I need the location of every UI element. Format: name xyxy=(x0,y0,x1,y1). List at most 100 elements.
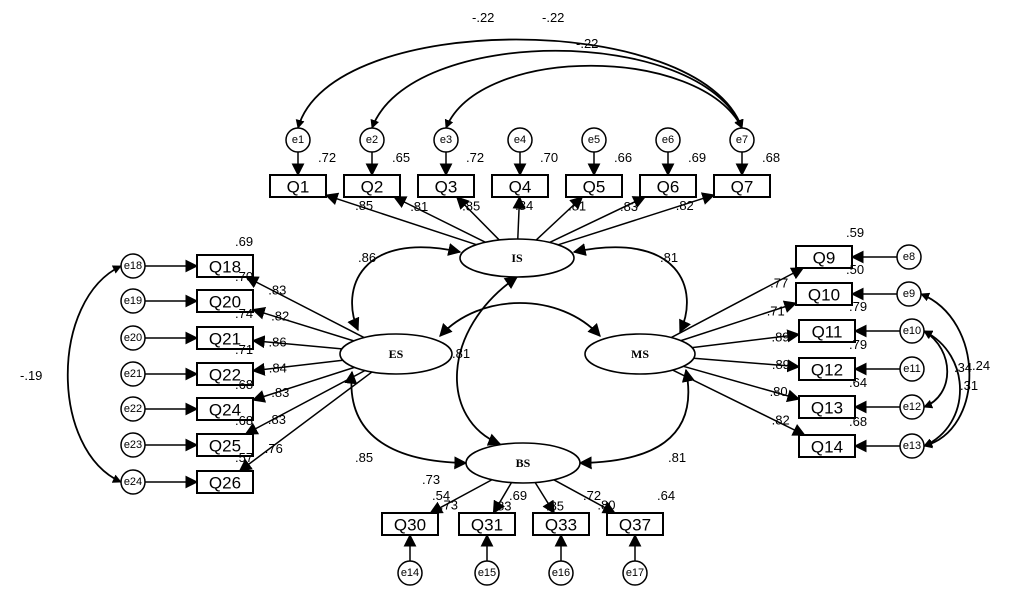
loading-value-q2: .81 xyxy=(410,199,428,214)
indicator-q5: Q5 xyxy=(565,174,623,198)
indicator-label: Q18 xyxy=(209,258,241,277)
loading-path-bs-q30 xyxy=(429,479,493,514)
r-squared-q2: .65 xyxy=(392,150,410,165)
error-e11: e11 xyxy=(899,356,925,382)
loading-value-q12: .89 xyxy=(772,357,790,372)
indicator-label: Q5 xyxy=(583,178,606,197)
r-squared-q10: .50 xyxy=(846,262,864,277)
loading-value-q10: .71 xyxy=(767,303,785,318)
r-squared-q30: .54 xyxy=(432,488,450,503)
r-squared-q22: .71 xyxy=(235,342,253,357)
indicator-label: Q20 xyxy=(209,293,241,312)
error-label: e17 xyxy=(626,567,644,579)
indicator-label: Q13 xyxy=(811,399,843,418)
indicator-q26: Q26 xyxy=(196,470,254,494)
error-label: e18 xyxy=(124,260,142,272)
covariance-layer xyxy=(66,38,971,483)
latent-ms: MS xyxy=(584,333,696,375)
error-covariance-value-e3-e7: -.22 xyxy=(576,36,598,51)
error-label: e12 xyxy=(903,401,921,413)
error-label: e7 xyxy=(736,134,748,146)
r-squared-q14: .68 xyxy=(849,414,867,429)
error-covariance-curve-e18-e24 xyxy=(66,265,122,483)
indicator-label: Q37 xyxy=(619,516,651,535)
error-label: e13 xyxy=(903,440,921,452)
r-squared-q18: .69 xyxy=(235,234,253,249)
loading-path-is-q6 xyxy=(549,196,647,244)
error-e15: e15 xyxy=(474,560,500,586)
indicator-q10: Q10 xyxy=(795,282,853,306)
coefficient-layer: .86.81.85.81.81.73-.22-.22-.22-.19.24.34… xyxy=(20,10,990,513)
error-label: e6 xyxy=(662,134,674,146)
loading-path-is-q1 xyxy=(324,192,477,246)
indicator-label: Q22 xyxy=(209,366,241,385)
error-label: e2 xyxy=(366,134,378,146)
latent-bs: BS xyxy=(465,442,581,484)
indicator-q7: Q7 xyxy=(713,174,771,198)
loading-path-ms-q10 xyxy=(680,300,798,342)
indicator-q24: Q24 xyxy=(196,397,254,421)
error-covariance-value-e2-e7: -.22 xyxy=(542,10,564,25)
loading-value-q1: .85 xyxy=(355,198,373,213)
loading-value-q37: .80 xyxy=(597,498,615,513)
latent-is: IS xyxy=(459,238,575,278)
r-squared-q37: .64 xyxy=(657,488,675,503)
error-e17: e17 xyxy=(622,560,648,586)
indicator-q13: Q13 xyxy=(798,395,856,419)
error-label: e3 xyxy=(440,134,452,146)
r-squared-q24: .68 xyxy=(235,377,253,392)
indicator-label: Q33 xyxy=(545,516,577,535)
loading-path-ms-q12 xyxy=(693,357,801,373)
r-squared-q1: .72 xyxy=(318,150,336,165)
error-e16: e16 xyxy=(548,560,574,586)
loading-path-es-q21 xyxy=(251,335,342,350)
loading-path-es-q24 xyxy=(251,366,355,403)
error-covariance-value-e1-e7: -.22 xyxy=(472,10,494,25)
indicator-q12: Q12 xyxy=(798,357,856,381)
r-squared-q9: .59 xyxy=(846,225,864,240)
loading-path-bs-q33 xyxy=(534,482,555,515)
error-e21: e21 xyxy=(120,361,146,387)
loading-value-q26: .76 xyxy=(265,441,283,456)
indicator-label: Q1 xyxy=(287,178,310,197)
indicator-q18: Q18 xyxy=(196,254,254,278)
r-squared-q6: .69 xyxy=(688,150,706,165)
indicator-q21: Q21 xyxy=(196,326,254,350)
error-label: e16 xyxy=(552,567,570,579)
indicator-q3: Q3 xyxy=(417,174,475,198)
latent-label: BS xyxy=(516,456,531,470)
loading-path-is-q7 xyxy=(557,192,716,246)
indicator-q2: Q2 xyxy=(343,174,401,198)
error-e14: e14 xyxy=(397,560,423,586)
r-squared-q20: .70 xyxy=(235,269,253,284)
r-squared-q11: .79 xyxy=(849,299,867,314)
indicator-q9: Q9 xyxy=(795,245,853,269)
error-e22: e22 xyxy=(120,396,146,422)
indicator-q1: Q1 xyxy=(269,174,327,198)
correlation-curve-is-bs xyxy=(456,276,519,446)
loading-value-q14: .82 xyxy=(772,413,790,428)
error-e10: e10 xyxy=(899,318,925,344)
error-covariance-curve-e10-e13 xyxy=(923,330,961,447)
error-label: e5 xyxy=(588,134,600,146)
loading-value-q6: .83 xyxy=(620,199,638,214)
error-covariance-curve-e1-e7 xyxy=(295,38,744,129)
path-layer xyxy=(145,152,900,561)
latent-label: ES xyxy=(389,347,404,361)
r-squared-q33: .72 xyxy=(583,488,601,503)
correlation-value-is-es: .86 xyxy=(358,250,376,265)
correlation-value-es-bs: .85 xyxy=(355,450,373,465)
indicator-q25: Q25 xyxy=(196,433,254,457)
error-label: e22 xyxy=(124,403,142,415)
indicator-label: Q21 xyxy=(209,330,241,349)
loading-path-es-q18 xyxy=(245,276,365,339)
indicator-q11: Q11 xyxy=(798,319,856,343)
error-covariance-curve-e9-e13 xyxy=(920,292,971,449)
loading-path-es-q26 xyxy=(238,371,373,472)
error-label: e23 xyxy=(124,439,142,451)
indicator-label: Q4 xyxy=(509,178,532,197)
error-e12: e12 xyxy=(899,394,925,420)
loading-value-q3: .85 xyxy=(462,198,480,213)
